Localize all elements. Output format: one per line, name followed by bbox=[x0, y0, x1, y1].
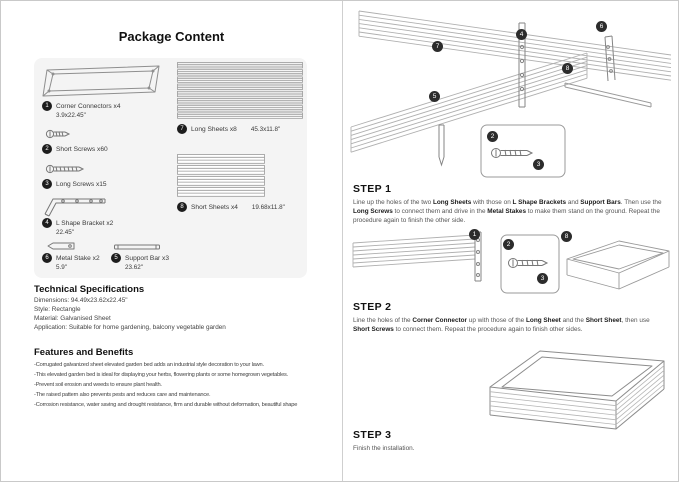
spec-style: Style: Rectangle bbox=[34, 306, 81, 313]
callout-4-l-shape-bracket: 4 bbox=[516, 29, 527, 40]
part-number-badge: 4 bbox=[42, 218, 52, 228]
part-item-long-screws: 3 Long Screws x15 bbox=[42, 179, 107, 189]
part-item-support-bar: 5 Support Bar x3 bbox=[111, 253, 169, 263]
step2-text: Line the holes of the Corner Connector u… bbox=[353, 317, 650, 333]
step1-text: Line up the holes of the two Long Sheets… bbox=[353, 199, 662, 224]
callout-1-corner-connector: 1 bbox=[469, 229, 480, 240]
part-label: Short Sheets x4 bbox=[191, 203, 238, 211]
step3-illustration bbox=[476, 329, 676, 434]
part-number-badge: 5 bbox=[111, 253, 121, 263]
part-number-badge: 3 bbox=[42, 179, 52, 189]
feature-line: -Prevent soil erosion and weeds to ensur… bbox=[34, 382, 162, 388]
feature-line: -Corrugated galvanized sheet elevated ga… bbox=[34, 362, 264, 368]
part-item-metal-stake: 6 Metal Stake x2 bbox=[42, 253, 100, 263]
part-dimension: 23.62" bbox=[125, 264, 143, 271]
callout-7-long-sheets: 7 bbox=[432, 41, 443, 52]
column-divider bbox=[342, 1, 343, 481]
spec-material: Material: Galvanised Sheet bbox=[34, 315, 111, 322]
part-item-long-sheets: 7 Long Sheets x8 45.3x11.8" bbox=[177, 124, 280, 134]
support-bar-icon bbox=[114, 244, 160, 250]
step1-title: STEP 1 bbox=[353, 183, 392, 195]
step1-drawing bbox=[350, 10, 672, 178]
part-number-badge: 1 bbox=[42, 101, 52, 111]
part-label: Corner Connectors x4 bbox=[56, 102, 121, 110]
part-label: Support Bar x3 bbox=[125, 254, 169, 262]
spec-dimensions: Dimensions: 94.49x23.62x22.45" bbox=[34, 297, 128, 304]
feature-line: -Corrosion resistance, water saving and … bbox=[34, 402, 298, 408]
feature-line: -The raised pattern also prevents pests … bbox=[34, 392, 211, 398]
part-label: Long Screws x15 bbox=[56, 180, 107, 188]
short-sheets-stack-icon bbox=[177, 154, 265, 197]
spec-application: Application: Suitable for home gardening… bbox=[34, 324, 226, 331]
callout-6-metal-stake: 6 bbox=[596, 21, 607, 32]
features-heading: Features and Benefits bbox=[34, 347, 134, 358]
step3-title: STEP 3 bbox=[353, 429, 392, 441]
part-label: Short Screws x60 bbox=[56, 145, 108, 153]
step2-illustration: 1 2 3 8 bbox=[349, 229, 673, 301]
feature-line: -This elevated garden bed is ideal for d… bbox=[34, 372, 289, 378]
part-number-badge: 8 bbox=[177, 202, 187, 212]
technical-specifications-heading: Technical Specifications bbox=[34, 284, 145, 295]
corner-connector-frame-icon bbox=[42, 65, 160, 97]
callout-2-short-screws: 2 bbox=[487, 131, 498, 142]
part-label: Metal Stake x2 bbox=[56, 254, 100, 262]
step3-drawing bbox=[489, 350, 665, 430]
step1-illustration: 7 4 6 5 8 2 3 bbox=[349, 7, 673, 181]
part-number-badge: 2 bbox=[42, 144, 52, 154]
page-title: Package Content bbox=[118, 29, 225, 44]
screw-detail-inset bbox=[480, 124, 566, 178]
short-screw-icon bbox=[45, 129, 71, 139]
long-sheets-stack-icon bbox=[177, 62, 303, 119]
part-dimension: 45.3x11.8" bbox=[250, 125, 281, 133]
long-screw-icon bbox=[45, 164, 85, 174]
l-shape-bracket-icon bbox=[44, 198, 106, 217]
part-dimension: 19.68x11.8" bbox=[251, 203, 285, 211]
part-number-badge: 6 bbox=[42, 253, 52, 263]
part-dimension: 22.45" bbox=[56, 229, 74, 236]
callout-8-short-sheets: 8 bbox=[562, 63, 573, 74]
part-number-badge: 7 bbox=[177, 124, 187, 134]
step3-text: Finish the installation. bbox=[353, 445, 415, 452]
part-label: Long Sheets x8 bbox=[191, 125, 237, 133]
callout-3-long-screws: 3 bbox=[537, 273, 548, 284]
callout-2-short-screws: 2 bbox=[503, 239, 514, 250]
part-item-short-sheets: 8 Short Sheets x4 19.68x11.8" bbox=[177, 202, 285, 212]
part-dimension: 5.9" bbox=[56, 264, 67, 271]
part-item-short-screws: 2 Short Screws x60 bbox=[42, 144, 108, 154]
step2-title: STEP 2 bbox=[353, 301, 392, 313]
callout-3-long-screws: 3 bbox=[533, 159, 544, 170]
part-item-l-shape-bracket: 4 L Shape Bracket x2 bbox=[42, 218, 113, 228]
part-dimension: 3.9x22.45" bbox=[56, 112, 86, 119]
part-label: L Shape Bracket x2 bbox=[56, 219, 114, 227]
metal-stake-icon bbox=[47, 242, 75, 250]
part-item-corner-connectors: 1 Corner Connectors x4 bbox=[42, 101, 121, 111]
callout-5-support-bar: 5 bbox=[429, 91, 440, 102]
callout-8-short-sheets: 8 bbox=[561, 231, 572, 242]
